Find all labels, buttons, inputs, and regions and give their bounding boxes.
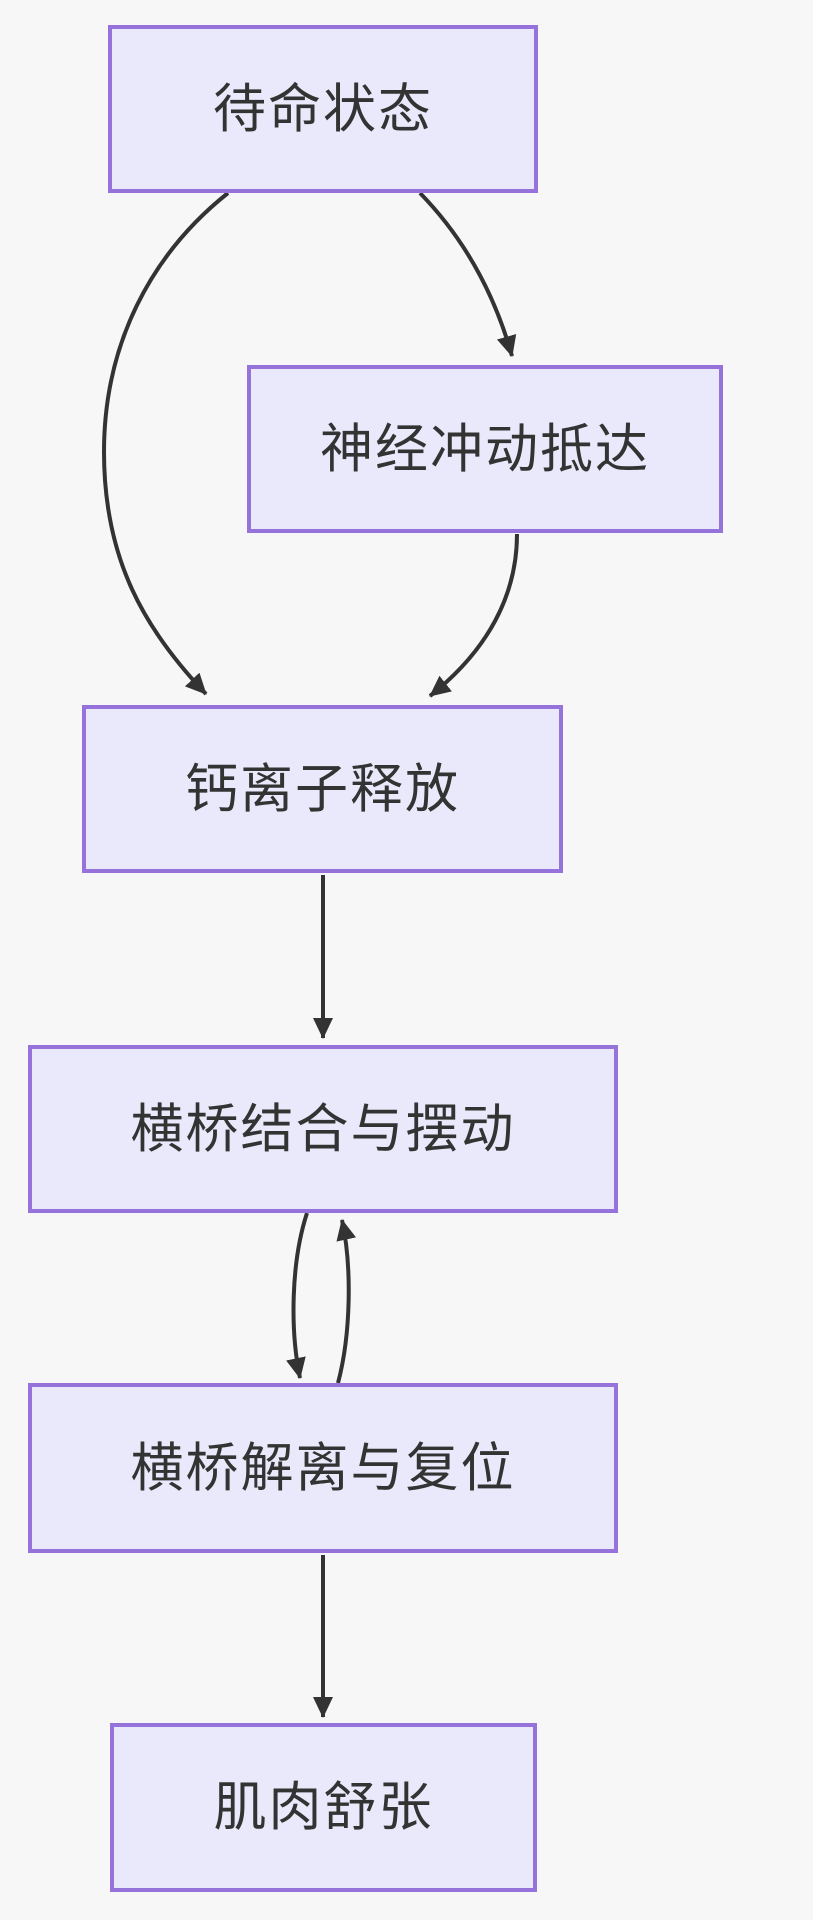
edge-crossbridge-bind-swing-to-crossbridge-detach-reset <box>286 1212 309 1379</box>
flow-node-label-nerve-impulse: 神经冲动抵达 <box>320 419 650 479</box>
flow-node-muscle-relax: 肌肉舒张 <box>110 1723 537 1892</box>
flow-node-calcium-release: 钙离子释放 <box>82 705 563 873</box>
edge-crossbridge-detach-reset-to-crossbridge-bind-swing <box>336 1219 357 1384</box>
flow-node-label-muscle-relax: 肌肉舒张 <box>213 1778 434 1837</box>
edge-standby-to-nerve-impulse <box>418 191 517 357</box>
flow-node-standby: 待命状态 <box>108 25 538 193</box>
edge-nerve-impulse-to-calcium-release <box>428 533 519 698</box>
flow-node-crossbridge-bind-swing: 横桥结合与摆动 <box>28 1045 618 1213</box>
flow-node-label-crossbridge-detach-reset: 横桥解离与复位 <box>130 1438 516 1498</box>
flow-node-label-crossbridge-bind-swing: 横桥结合与摆动 <box>130 1099 516 1159</box>
flow-node-label-standby: 待命状态 <box>213 79 433 139</box>
flow-node-crossbridge-detach-reset: 横桥解离与复位 <box>28 1383 618 1553</box>
flow-node-nerve-impulse: 神经冲动抵达 <box>247 365 723 533</box>
flow-node-label-calcium-release: 钙离子释放 <box>185 759 460 819</box>
edge-standby-to-calcium-release <box>101 191 230 696</box>
